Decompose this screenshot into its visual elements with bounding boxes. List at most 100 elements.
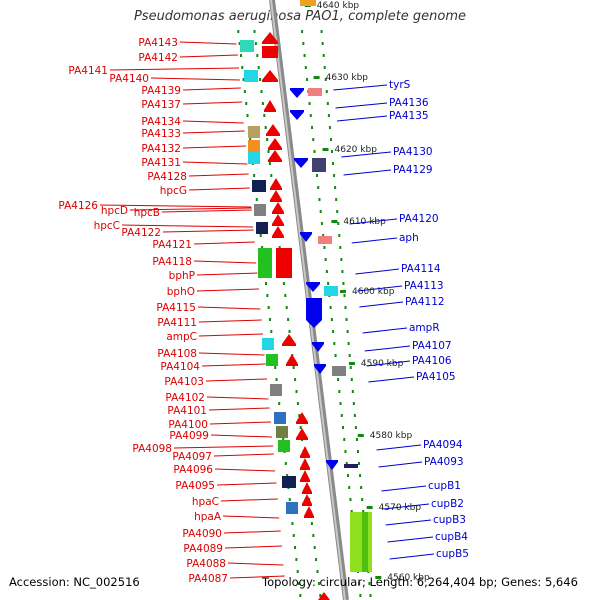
track-dot bbox=[333, 174, 336, 177]
left-gene-label: bphP bbox=[169, 270, 195, 282]
gene-arrow-forward bbox=[318, 592, 330, 600]
track-dot bbox=[325, 270, 328, 273]
gene-arrow-forward bbox=[270, 178, 282, 190]
gene-block bbox=[270, 384, 282, 396]
gene-arrow-forward bbox=[268, 138, 282, 150]
track-dot bbox=[368, 582, 371, 585]
left-gene-label: PA4098 bbox=[132, 443, 172, 455]
gene-arrow-reverse bbox=[312, 342, 324, 352]
track-dot bbox=[355, 438, 358, 441]
track-dot bbox=[266, 294, 269, 297]
gene-arrow-reverse bbox=[294, 158, 308, 168]
track-dot bbox=[265, 282, 268, 285]
left-gene-label: PA4103 bbox=[164, 376, 204, 388]
gene-arrow-forward bbox=[302, 482, 312, 494]
right-gene-label: PA4112 bbox=[405, 296, 445, 308]
right-gene-label: PA4114 bbox=[401, 263, 441, 275]
track-dot bbox=[294, 546, 297, 549]
left-gene-connector bbox=[179, 54, 238, 58]
track-dot bbox=[299, 594, 302, 597]
right-gene-connector bbox=[341, 151, 392, 158]
track-dot bbox=[349, 366, 352, 369]
track-dot bbox=[315, 558, 318, 561]
track-dot bbox=[312, 138, 315, 141]
track-dot bbox=[257, 66, 260, 69]
track-dot bbox=[316, 570, 319, 573]
track-dot bbox=[324, 258, 327, 261]
track-dot bbox=[319, 594, 322, 597]
track-dot bbox=[291, 522, 294, 525]
track-dot bbox=[337, 222, 340, 225]
track-dot bbox=[336, 210, 339, 213]
gene-block bbox=[252, 180, 266, 192]
left-gene-label: hpaA bbox=[194, 511, 222, 523]
scale-label: 4620 kbp bbox=[335, 145, 378, 155]
track-dot bbox=[343, 438, 346, 441]
track-dot bbox=[303, 54, 306, 57]
track-dot bbox=[298, 582, 301, 585]
left-gene-label: PA4090 bbox=[182, 528, 222, 540]
track-dot bbox=[352, 402, 355, 405]
track-dot bbox=[327, 282, 330, 285]
track-dot bbox=[288, 498, 291, 501]
track-dot bbox=[337, 378, 340, 381]
track-dot bbox=[294, 378, 297, 381]
track-dot bbox=[340, 414, 343, 417]
track-dot bbox=[342, 282, 345, 285]
left-gene-label: PA4139 bbox=[141, 85, 181, 97]
track-dot bbox=[304, 66, 307, 69]
gene-block bbox=[350, 512, 372, 572]
right-gene-label: PA4129 bbox=[393, 164, 433, 176]
track-dot bbox=[342, 426, 345, 429]
gene-block bbox=[324, 286, 338, 296]
gene-block bbox=[262, 46, 278, 58]
left-gene-connector bbox=[188, 173, 249, 177]
track-dot bbox=[282, 438, 285, 441]
track-dot bbox=[285, 306, 288, 309]
scale-tick bbox=[322, 148, 329, 151]
track-dot bbox=[288, 330, 291, 333]
left-gene-label: PA4128 bbox=[147, 171, 187, 183]
right-gene-connector bbox=[364, 345, 411, 352]
track-dot bbox=[301, 30, 304, 33]
left-gene-label: PA4111 bbox=[157, 317, 197, 329]
accession-label: Accession: NC_002516 bbox=[9, 575, 140, 589]
track-dot bbox=[249, 138, 252, 141]
track-dot bbox=[350, 510, 353, 513]
left-gene-connector bbox=[198, 352, 265, 356]
track-dot bbox=[310, 522, 313, 525]
left-gene-label: hpcD bbox=[101, 205, 128, 217]
scale-label: 4600 kbp bbox=[352, 287, 395, 297]
track-dot bbox=[241, 66, 244, 69]
left-gene-connector bbox=[205, 378, 268, 382]
right-gene-label: PA4120 bbox=[399, 213, 439, 225]
right-gene-connector bbox=[357, 285, 403, 292]
left-gene-label: PA4089 bbox=[183, 543, 223, 555]
scale-tick bbox=[366, 506, 373, 509]
gene-arrow-forward bbox=[272, 202, 284, 214]
track-dot bbox=[350, 378, 353, 381]
gene-arrow-forward bbox=[262, 70, 278, 82]
right-gene-label: cupB3 bbox=[433, 514, 466, 526]
track-dot bbox=[278, 402, 281, 405]
right-gene-connector bbox=[355, 268, 400, 275]
gene-block bbox=[256, 222, 268, 234]
track-dot bbox=[259, 78, 262, 81]
track-dot bbox=[343, 294, 346, 297]
left-gene-connector bbox=[223, 530, 281, 534]
track-dot bbox=[264, 126, 267, 129]
right-gene-connector bbox=[378, 461, 423, 468]
track-dot bbox=[298, 414, 301, 417]
right-gene-connector bbox=[362, 327, 408, 334]
gene-block bbox=[240, 40, 254, 52]
track-dot bbox=[308, 102, 311, 105]
map-title: Pseudomonas aeruginosa PAO1, complete ge… bbox=[133, 9, 467, 24]
right-gene-connector bbox=[359, 301, 404, 308]
gene-block bbox=[278, 440, 290, 452]
scale-tick bbox=[340, 290, 347, 293]
left-gene-connector bbox=[99, 204, 252, 208]
track-dot bbox=[362, 510, 365, 513]
track-dot bbox=[242, 78, 245, 81]
right-gene-label: PA4136 bbox=[389, 97, 429, 109]
right-gene-connector bbox=[349, 218, 398, 225]
